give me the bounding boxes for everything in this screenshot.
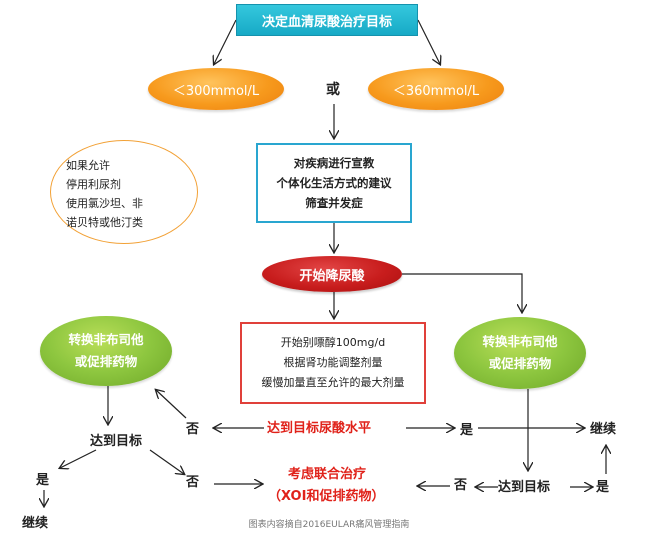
arrow-title-right — [417, 19, 440, 64]
switch-oval-left: 转换非布司他 或促排药物 — [40, 316, 172, 386]
combination-therapy: 考虑联合治疗 — [288, 467, 367, 482]
arrow-reach-yes — [60, 449, 97, 468]
start-urate-lowering-oval: 开始降尿酸 — [262, 256, 402, 292]
switch-line: 或促排药物 — [488, 356, 552, 371]
no-label-upper: 否 — [186, 422, 200, 437]
target-300-oval: ＜300mmol/L — [148, 68, 284, 110]
arrow-title-left — [214, 19, 237, 64]
switch-line: 或促排药物 — [74, 354, 138, 369]
switch-line: 转换非布司他 — [482, 334, 558, 349]
target-urate-level: 达到目标尿酸水平 — [267, 421, 372, 436]
no-label-lower: 否 — [186, 475, 200, 490]
arrow-reach-no — [149, 449, 184, 474]
yes-label-upper: 是 — [460, 423, 474, 438]
or-label: 或 — [326, 82, 340, 98]
note-line: 如果允许 — [66, 159, 110, 172]
education-line: 个体化生活方式的建议 — [276, 176, 392, 190]
continue-left: 继续 — [22, 516, 49, 531]
continue-right: 继续 — [590, 422, 617, 437]
combination-therapy-detail: （XOI和促排药物） — [268, 489, 385, 504]
note-oval — [50, 140, 198, 244]
reach-target-right: 达到目标 — [498, 480, 551, 495]
dose-line: 开始别嘌醇100mg/d — [280, 336, 386, 349]
source-caption: 图表内容摘自2016EULAR痛风管理指南 — [248, 520, 410, 530]
reach-target-left: 达到目标 — [90, 434, 143, 449]
arrow-no-green-left — [156, 390, 187, 419]
dose-line: 缓慢加量直至允许的最大剂量 — [261, 376, 405, 389]
education-line: 对疾病进行宣教 — [293, 156, 375, 170]
note-line: 使用氯沙坦、非 — [66, 197, 143, 210]
no-label-right: 否 — [454, 478, 468, 493]
switch-oval-right: 转换非布司他 或促排药物 — [454, 317, 586, 389]
switch-line: 转换非布司他 — [68, 332, 144, 347]
yes-label-right: 是 — [596, 480, 610, 495]
yes-label-left: 是 — [36, 473, 50, 488]
education-box: 对疾病进行宣教 个体化生活方式的建议 筛查并发症 — [256, 143, 412, 223]
arrow-start-green-right — [402, 273, 522, 312]
dose-box: 开始别嘌醇100mg/d 根据肾功能调整剂量 缓慢加量直至允许的最大剂量 — [240, 322, 426, 404]
flow-title: 决定血清尿酸治疗目标 — [236, 4, 418, 36]
note-line: 诺贝特或他汀类 — [66, 216, 143, 229]
dose-line: 根据肾功能调整剂量 — [283, 356, 383, 369]
note-line: 停用利尿剂 — [66, 178, 121, 191]
target-360-oval: ＜360mmol/L — [368, 68, 504, 110]
note-text: 如果允许 停用利尿剂 使用氯沙坦、非 诺贝特或他汀类 — [66, 156, 186, 232]
education-line: 筛查并发症 — [305, 196, 363, 210]
